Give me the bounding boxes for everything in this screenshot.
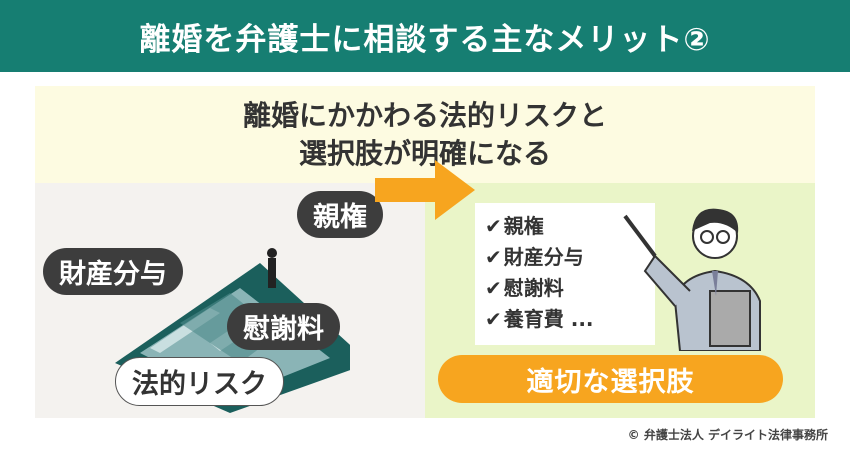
legal-risk-label: 法的リスク (115, 357, 284, 406)
subtitle-line-1: 離婚にかかわる法的リスクと (242, 98, 607, 132)
checklist: ✔親権 ✔財産分与 ✔慰謝料 ✔養育費 ... (475, 203, 655, 345)
check-icon: ✔ (485, 276, 502, 300)
tag-property-division: 財産分与 (43, 248, 183, 295)
subtitle-line-2: 選択肢が明確になる (298, 136, 551, 170)
checklist-item: ✔慰謝料 (485, 276, 564, 300)
check-icon: ✔ (485, 307, 502, 331)
subtitle-band: 離婚にかかわる法的リスクと 選択肢が明確になる (35, 86, 815, 183)
page-title: 離婚を弁護士に相談する主なメリット② (139, 21, 711, 58)
arrow-right-icon (375, 160, 475, 220)
check-icon: ✔ (485, 214, 502, 238)
left-panel: 親権 財産分与 慰謝料 法的リスク (35, 183, 425, 418)
checklist-item: ✔養育費 ... (485, 307, 594, 331)
tag-custody: 親権 (297, 191, 383, 238)
businessman-figure (267, 248, 277, 288)
lawyer-illustration (623, 208, 761, 351)
content-box: 離婚にかかわる法的リスクと 選択肢が明確になる 親権 財産分与 慰謝料 法的リス… (35, 86, 815, 418)
checklist-item: ✔財産分与 (485, 245, 584, 269)
check-icon: ✔ (485, 245, 502, 269)
right-panel: ✔親権 ✔財産分与 ✔慰謝料 ✔養育費 ... 適切な選択肢 (425, 183, 815, 418)
tag-alimony: 慰謝料 (227, 303, 340, 350)
checklist-item: ✔親権 (485, 214, 544, 238)
appropriate-options-label: 適切な選択肢 (438, 355, 783, 403)
copyright: © 弁護士法人 デイライト法律事務所 (627, 428, 828, 442)
header: 離婚を弁護士に相談する主なメリット② (0, 0, 850, 72)
